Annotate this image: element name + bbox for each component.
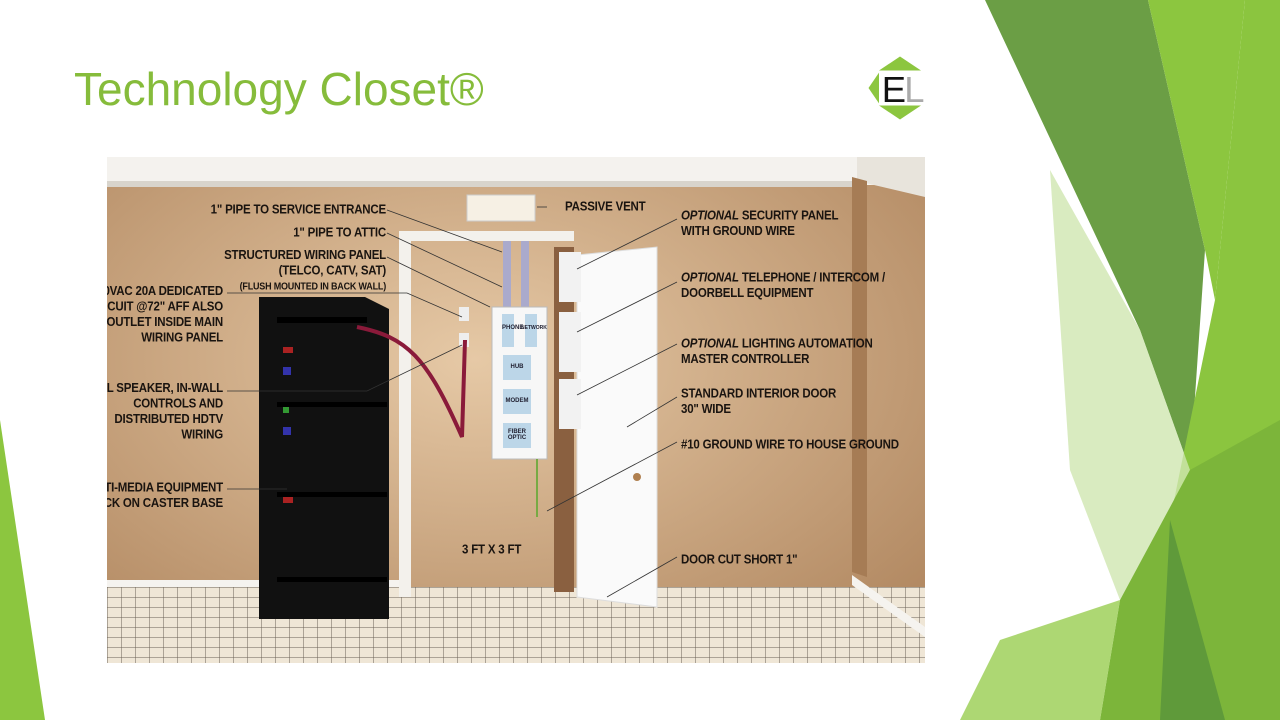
label-service-pipe: 1" PIPE TO SERVICE ENTRANCE <box>210 203 387 217</box>
label-line: SECURITY PANEL <box>741 209 839 223</box>
label-attic-pipe: 1" PIPE TO ATTIC <box>293 226 386 240</box>
label-line: DOORBELL EQUIPMENT <box>681 287 814 301</box>
closet-illustration <box>107 157 925 663</box>
panel-module-modem: MODEM <box>505 398 529 404</box>
panel-module-hub: HUB <box>510 364 524 370</box>
label-security-panel: OPTIONAL SECURITY PANEL WITH GROUND WIRE <box>681 209 838 240</box>
label-line: (TELCO, CATV, SAT) <box>278 264 387 278</box>
label-line: 120VAC 20A DEDICATED <box>107 285 223 299</box>
label-line: RACK ON CASTER BASE <box>107 497 223 511</box>
label-line: MASTER CONTROLLER <box>681 353 810 367</box>
label-line: CIRCUIT @72" AFF ALSO <box>107 300 223 314</box>
label-lighting-controller: OPTIONAL LIGHTING AUTOMATION MASTER CONT… <box>681 337 873 368</box>
label-line: STANDARD INTERIOR DOOR <box>681 387 837 401</box>
label-line: (FLUSH MOUNTED IN BACK WALL) <box>239 280 387 292</box>
panel-module-phone: PHONE <box>502 325 524 331</box>
label-line: WIRING PANEL <box>141 331 223 345</box>
label-line: WITH GROUND WIRE <box>681 225 795 239</box>
label-speaker-wiring: ALL SPEAKER, IN-WALL CONTROLS AND DISTRI… <box>107 381 223 443</box>
company-logo: E L <box>868 56 924 120</box>
technology-closet-diagram: 1" PIPE TO SERVICE ENTRANCE 1" PIPE TO A… <box>107 157 925 663</box>
label-line: TELEPHONE / INTERCOM / <box>741 271 886 285</box>
optional-tag: OPTIONAL <box>681 337 739 351</box>
label-door-cut: DOOR CUT SHORT 1" <box>681 553 798 567</box>
label-equipment-rack: MULTI-MEDIA EQUIPMENT RACK ON CASTER BAS… <box>107 481 223 512</box>
label-interior-door: STANDARD INTERIOR DOOR 30" WIDE <box>681 387 836 418</box>
slide-title: Technology Closet® <box>74 63 484 115</box>
label-line: ALL SPEAKER, IN-WALL <box>107 382 223 396</box>
label-line: MULTI-MEDIA EQUIPMENT <box>107 481 223 495</box>
label-passive-vent: PASSIVE VENT <box>565 200 646 214</box>
label-line: W/OUTLET INSIDE MAIN <box>107 316 223 330</box>
panel-module-fiber-optic: FIBER OPTIC <box>507 429 527 441</box>
label-telephone-equipment: OPTIONAL TELEPHONE / INTERCOM / DOORBELL… <box>681 271 885 302</box>
label-wiring-panel: STRUCTURED WIRING PANEL (TELCO, CATV, SA… <box>224 248 386 294</box>
label-dedicated-circuit: 120VAC 20A DEDICATED CIRCUIT @72" AFF AL… <box>107 284 223 346</box>
label-line: 30" WIDE <box>681 403 731 417</box>
optional-tag: OPTIONAL <box>681 271 739 285</box>
label-line: DISTRIBUTED HDTV <box>114 413 223 427</box>
label-ground-wire: #10 GROUND WIRE TO HOUSE GROUND <box>681 438 899 452</box>
panel-module-network: NETWORK <box>521 325 547 331</box>
svg-text:E: E <box>882 69 906 110</box>
svg-text:L: L <box>904 69 924 110</box>
label-line: WIRING <box>181 428 223 442</box>
label-closet-size: 3 FT X 3 FT <box>462 543 522 557</box>
label-line: LIGHTING AUTOMATION <box>741 337 873 351</box>
label-line: CONTROLS AND <box>133 397 223 411</box>
optional-tag: OPTIONAL <box>681 209 739 223</box>
label-line: STRUCTURED WIRING PANEL <box>224 249 386 263</box>
